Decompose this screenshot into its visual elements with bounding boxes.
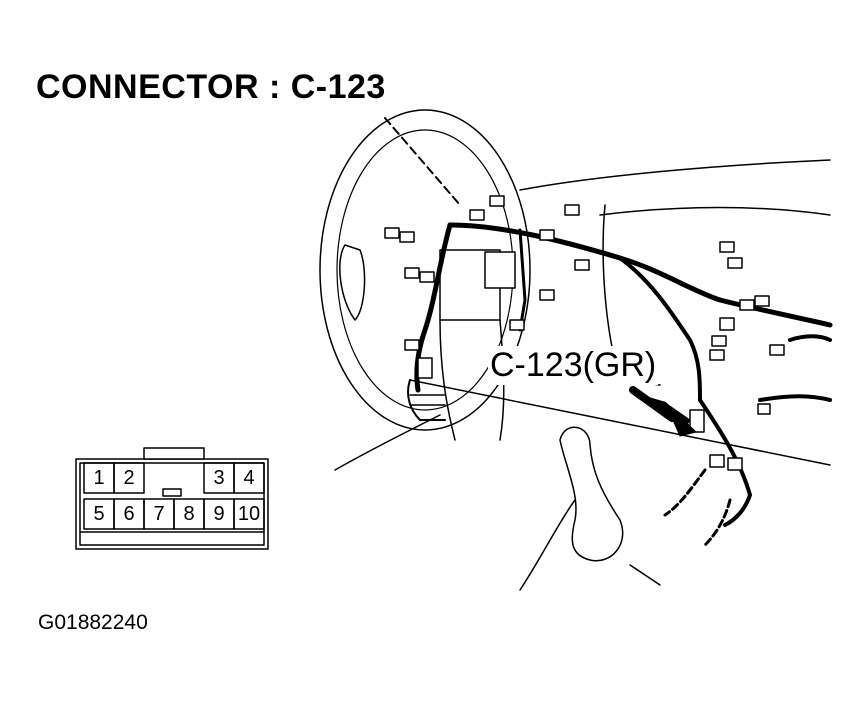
pin-label: 5 (93, 503, 105, 525)
pin-label: 3 (213, 467, 225, 489)
lower-dash-line (334, 414, 441, 471)
pin-label: 2 (123, 467, 135, 489)
pin-label: 1 (93, 467, 105, 489)
steering-wheel-outer (319, 109, 531, 431)
pin-label: 4 (243, 467, 255, 489)
pin-label: 7 (153, 503, 165, 525)
figure-id: G01882240 (38, 611, 148, 634)
gear-shifter (559, 426, 624, 562)
pin-label: 9 (213, 503, 225, 525)
pin-label: 6 (123, 503, 135, 525)
pin-label: 8 (183, 503, 195, 525)
connector-face (75, 447, 269, 550)
connector-callout-label: C-123(GR) (488, 346, 659, 385)
lead-line (384, 117, 461, 206)
console-line (409, 379, 831, 466)
dashboard-outline (519, 159, 831, 191)
pin-label: 10 (237, 503, 261, 525)
dashboard-top-edge (599, 206, 831, 216)
page-title: CONNECTOR : C-123 (36, 68, 386, 106)
air-vent (339, 244, 366, 321)
